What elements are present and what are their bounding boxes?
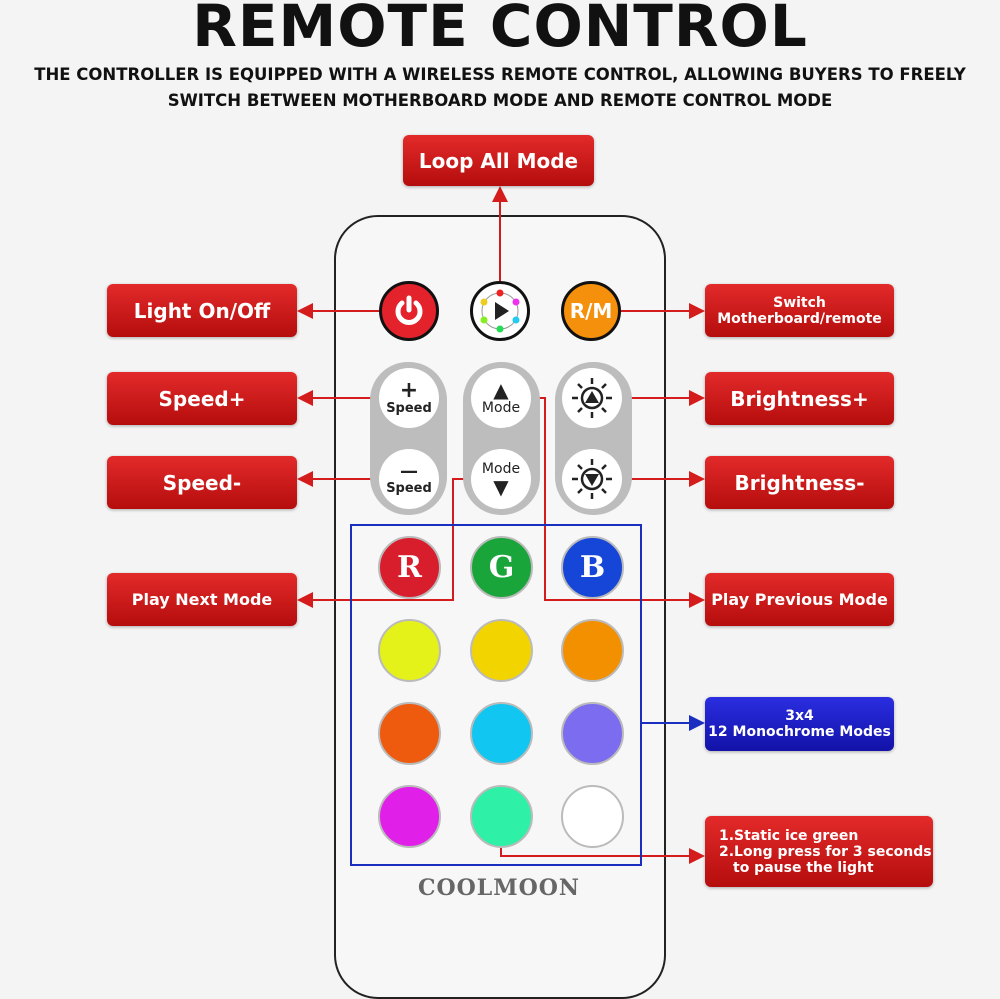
rm-button[interactable]: R/M xyxy=(561,281,621,341)
speed-up-button[interactable]: +Speed xyxy=(379,368,439,428)
label-play-next-mode: Play Next Mode xyxy=(107,573,297,626)
plus-icon: + xyxy=(399,377,419,403)
label-ice-line2: 2.Long press for 3 seconds xyxy=(719,843,932,860)
color-button[interactable] xyxy=(470,785,533,848)
color-button[interactable] xyxy=(378,702,441,765)
label-play-previous-mode: Play Previous Mode xyxy=(705,573,894,626)
color-button[interactable] xyxy=(378,785,441,848)
color-button[interactable] xyxy=(470,619,533,682)
label-loop-all-mode: Loop All Mode xyxy=(403,135,594,186)
red-button[interactable]: R xyxy=(378,536,441,599)
label-switch-line2: Motherboard/remote xyxy=(717,310,882,327)
color-button[interactable] xyxy=(561,785,624,848)
subtitle-line-2: SWITCH BETWEEN MOTHERBOARD MODE AND REMO… xyxy=(167,91,833,110)
mode-up-button[interactable]: ▲Mode xyxy=(471,368,531,428)
speed-text: Speed xyxy=(386,400,432,416)
label-brightness-down: Brightness- xyxy=(705,456,894,509)
label-speed-up: Speed+ xyxy=(107,372,297,425)
color-button[interactable] xyxy=(470,702,533,765)
label-speed-down: Speed- xyxy=(107,456,297,509)
triangle-down-icon: ▼ xyxy=(493,475,509,499)
label-light-on-off: Light On/Off xyxy=(107,284,297,337)
speed-down-button[interactable]: —Speed xyxy=(379,449,439,509)
label-brightness-up: Brightness+ xyxy=(705,372,894,425)
subtitle-line-1: THE CONTROLLER IS EQUIPPED WITH A WIRELE… xyxy=(34,65,966,84)
play-icon xyxy=(480,289,520,333)
brightness-up-icon xyxy=(572,378,612,418)
label-ice-line3: to pause the light xyxy=(733,859,874,876)
brightness-down-button[interactable] xyxy=(562,449,622,509)
remote-body xyxy=(334,215,666,999)
page-title: REMOTE CONTROL xyxy=(192,0,808,60)
green-button[interactable]: G xyxy=(470,536,533,599)
connector-lines xyxy=(297,186,705,864)
label-mono-line2: 12 Monochrome Modes xyxy=(708,724,891,740)
power-icon xyxy=(395,295,423,325)
blue-button[interactable]: B xyxy=(561,536,624,599)
power-button[interactable] xyxy=(379,281,439,341)
color-buttons-group xyxy=(350,524,642,866)
mode-down-button[interactable]: Mode▼ xyxy=(471,449,531,509)
mode-text: Mode xyxy=(481,461,521,477)
loop-play-button[interactable] xyxy=(470,281,530,341)
label-switch-line1: Switch xyxy=(773,294,826,311)
minus-icon: — xyxy=(400,460,418,482)
brand-logo: COOLMOON xyxy=(417,875,581,901)
color-button[interactable] xyxy=(378,619,441,682)
color-button[interactable] xyxy=(561,619,624,682)
brightness-up-button[interactable] xyxy=(562,368,622,428)
color-button[interactable] xyxy=(561,702,624,765)
mode-text: Mode xyxy=(481,400,521,416)
triangle-up-icon: ▲ xyxy=(493,378,509,402)
speed-text: Speed xyxy=(386,480,432,496)
label-ice-line1: 1.Static ice green xyxy=(719,827,859,844)
brightness-down-icon xyxy=(572,459,612,499)
label-mono-line1: 3x4 xyxy=(785,708,814,724)
